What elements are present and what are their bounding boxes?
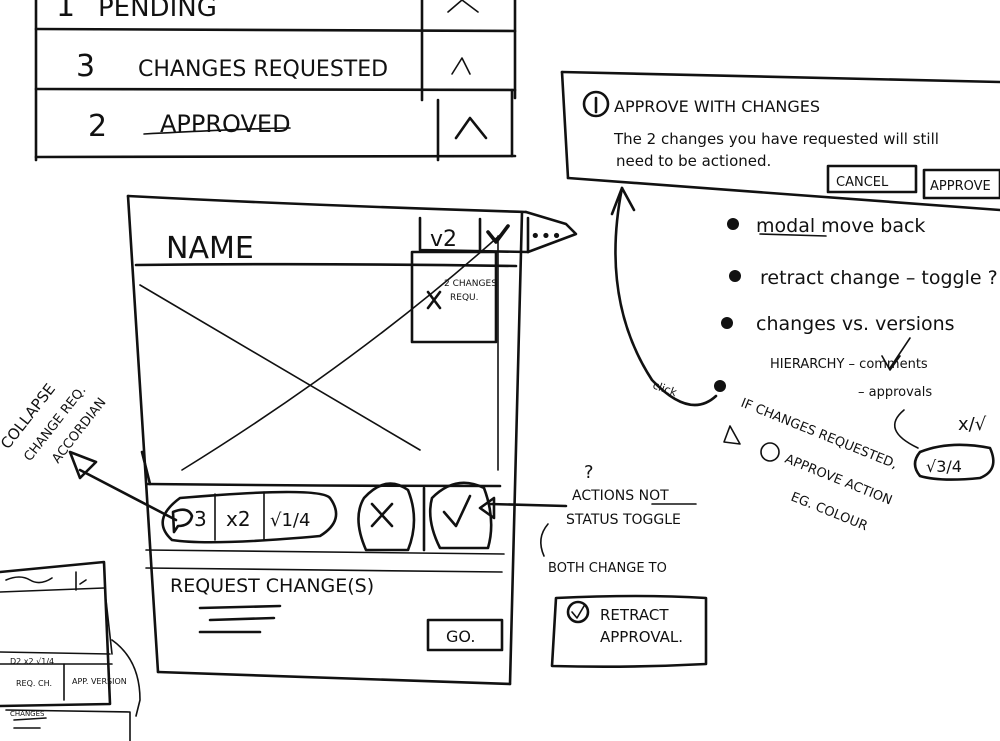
list-row-count: 1: [56, 0, 75, 24]
stats-pill: [161, 490, 338, 544]
approve-modal: [560, 70, 1000, 212]
approve-button-shape: [428, 481, 493, 550]
close-icon: [370, 502, 394, 528]
chevron-up-icon: [447, 0, 479, 13]
note-item: changes vs. versions: [756, 313, 955, 335]
list-row-label: APPROVED: [160, 110, 291, 138]
modal-title: APPROVE WITH CHANGES: [614, 97, 820, 116]
comment-icon: [171, 508, 194, 534]
note-text: – approvals: [858, 385, 932, 400]
image-badge-line2: REQU.: [450, 293, 478, 303]
mini-stats: D2 x2 √1/4: [10, 657, 54, 666]
close-icon: [426, 290, 442, 310]
cancel-button[interactable]: CANCEL: [836, 175, 889, 190]
note-text: HIERARCHY – comments: [770, 357, 928, 372]
modal-body: need to be actioned.: [616, 152, 771, 170]
image-badge-line1: 2 CHANGES: [444, 279, 497, 289]
triangle-icon: [723, 425, 741, 445]
info-icon: [582, 90, 610, 118]
mini-approve-label: APP. VERSION: [72, 677, 127, 686]
collapse-note: [68, 450, 178, 522]
asset-card: [126, 194, 578, 686]
list-row-count: 2: [88, 109, 107, 144]
checkmark-icon: [571, 605, 585, 619]
chevron-up-icon: [454, 116, 488, 140]
checkmark-icon: [442, 494, 472, 528]
note-text: STATUS TOGGLE: [566, 512, 681, 528]
mini-card-sketch: [0, 560, 141, 741]
note-item: retract change – toggle ?: [760, 267, 998, 289]
note-text: x/√: [958, 414, 987, 435]
modal-body: The 2 changes you have requested will st…: [613, 130, 939, 148]
arrow-line: [614, 186, 718, 407]
list-row-label: PENDING: [98, 0, 217, 23]
approvals-pill-label: √3/4: [926, 457, 962, 476]
version-label[interactable]: v2: [430, 227, 457, 252]
go-button[interactable]: GO.: [446, 627, 475, 646]
approve-button[interactable]: APPROVE: [930, 179, 991, 194]
list-row-label: CHANGES REQUESTED: [138, 57, 388, 82]
note-text: ACTIONS NOT: [572, 488, 669, 504]
comment-count: 3: [194, 507, 207, 531]
changes-count: x2: [226, 507, 251, 531]
request-changes-title: REQUEST CHANGE(S): [170, 575, 374, 597]
note-item: modal move back: [756, 215, 925, 237]
retract-label[interactable]: RETRACT: [600, 606, 669, 624]
note-text: BOTH CHANGE TO: [548, 561, 667, 576]
bullet: [714, 380, 726, 392]
notes: [610, 186, 995, 481]
reject-button-shape: [357, 482, 416, 552]
note-text: IF CHANGES REQUESTED,: [739, 396, 900, 473]
note-text: ?: [584, 462, 594, 483]
bullet: [721, 317, 733, 329]
bullet: [729, 270, 741, 282]
note-text: click: [651, 379, 679, 400]
status-list: [34, 0, 517, 162]
more-icon[interactable]: •••: [530, 226, 562, 247]
retract-approval-box: [550, 594, 708, 668]
mini-reject-label: REQ. CH.: [16, 679, 52, 688]
approvals-count: √1/4: [270, 510, 310, 531]
retract-label[interactable]: APPROVAL.: [600, 628, 683, 646]
actions-note: [478, 496, 697, 557]
checkmark-icon: [486, 224, 510, 244]
mini-footer-label: CHANGES: [10, 710, 45, 718]
list-row-count: 3: [76, 49, 95, 84]
note-text: EG. COLOUR: [789, 490, 870, 534]
chevron-up-icon: [451, 57, 471, 75]
bullet: [727, 218, 739, 230]
approvals-pill: [913, 443, 995, 481]
card-title: NAME: [166, 231, 254, 266]
